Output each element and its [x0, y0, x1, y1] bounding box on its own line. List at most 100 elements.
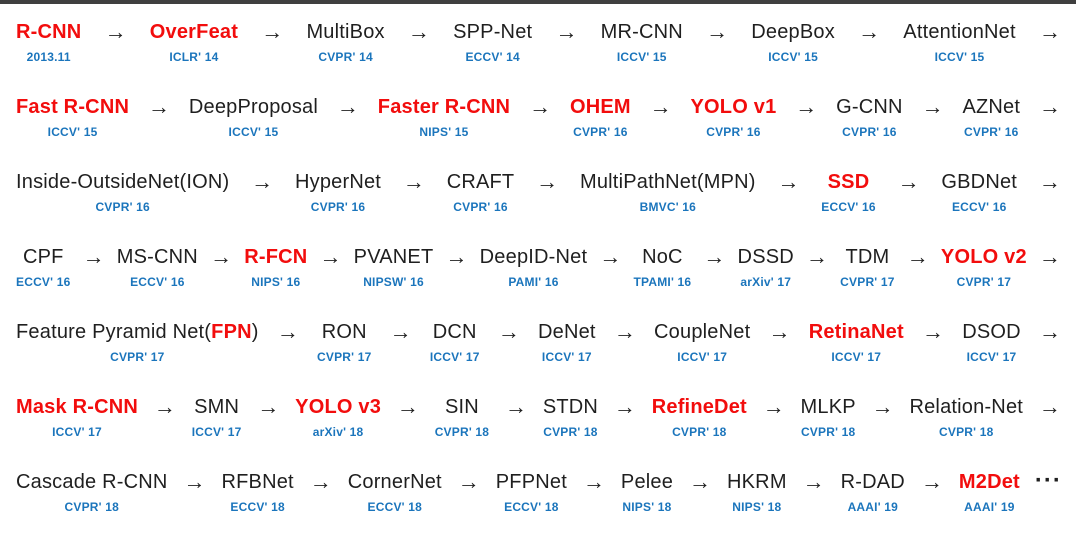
model-name-text: DeNet: [537, 321, 596, 343]
venue-label: CVPR' 17: [110, 350, 165, 364]
arrow-icon: →: [613, 394, 636, 419]
model-item: MultiPathNet(MPN)BMVC' 16: [580, 167, 756, 214]
model-name-text: NoC: [642, 246, 683, 268]
model-name-text: MLKP: [800, 396, 856, 418]
venue-label: ICCV' 15: [616, 50, 667, 64]
venue-label: ECCV' 18: [504, 500, 559, 514]
arrow-icon: →: [402, 169, 425, 194]
model-name-text: HKRM: [727, 471, 787, 493]
model-name: PVANET: [354, 242, 434, 272]
venue-label: CVPR' 14: [318, 50, 373, 64]
model-name-text: STDN: [542, 396, 599, 418]
model-name-text: SMN: [194, 396, 240, 418]
model-name: AttentionNet: [903, 17, 1015, 47]
model-name: Fast R-CNN: [16, 92, 129, 122]
arrow-icon: →: [445, 244, 468, 269]
arrow-icon: →: [505, 394, 527, 419]
model-name: CRAFT: [447, 167, 515, 197]
arrow-icon: →: [1038, 244, 1061, 269]
venue-label: PAMI' 16: [508, 275, 559, 289]
model-name-highlight: Faster R-CNN: [377, 96, 511, 118]
arrow-icon: →: [336, 94, 359, 119]
model-name: Cascade R-CNN: [16, 467, 168, 497]
venue-label: CVPR' 16: [573, 125, 628, 139]
arrow-icon: →: [706, 19, 729, 44]
venue-label: ICCV' 17: [429, 350, 480, 364]
model-name: CPF: [23, 242, 64, 272]
venue-label: ECCV' 16: [130, 275, 185, 289]
model-name-text: DeepBox: [751, 21, 835, 43]
venue-label: ICCV' 15: [934, 50, 985, 64]
model-name: M2Det: [959, 467, 1020, 497]
arrow-icon: →: [922, 319, 945, 344]
venue-label: NIPS' 18: [732, 500, 782, 514]
venue-label: CVPR' 17: [956, 275, 1012, 289]
model-name: Feature Pyramid Net(FPN): [16, 317, 259, 347]
model-item: Inside-OutsideNet(ION)CVPR' 16: [16, 167, 229, 214]
model-name-text: HyperNet: [294, 171, 382, 193]
arrow-icon: →: [396, 394, 419, 419]
model-name-text: GBDNet: [941, 171, 1018, 193]
model-name-text: MS-CNN: [116, 246, 198, 268]
arrow-icon: →: [497, 319, 520, 344]
model-name-text: SIN: [444, 396, 479, 418]
venue-label: CVPR' 16: [310, 200, 366, 214]
model-name: MLKP: [801, 392, 856, 422]
arrow-icon: →: [871, 394, 894, 419]
model-name-text: DeepProposal: [188, 96, 319, 118]
model-name: MR-CNN: [601, 17, 683, 47]
venue-label: CVPR' 18: [800, 425, 856, 439]
model-name-highlight: RefineDet: [651, 396, 747, 418]
venue-label: NIPS' 16: [251, 275, 301, 289]
arrow-icon: →: [777, 169, 800, 194]
model-name-text: AttentionNet: [903, 21, 1016, 43]
model-name-text: PFPNet: [495, 471, 567, 493]
arrow-icon: →: [582, 469, 605, 494]
model-name-text: SPP-Net: [453, 21, 533, 43]
model-name: YOLO v2: [941, 242, 1027, 272]
arrow-icon: →: [599, 244, 622, 269]
model-name: DeepBox: [751, 17, 835, 47]
venue-label: CVPR' 18: [543, 425, 598, 439]
model-name: Pelee: [621, 467, 673, 497]
model-name: GBDNet: [941, 167, 1017, 197]
model-name: HyperNet: [295, 167, 381, 197]
venue-label: BMVC' 16: [639, 200, 697, 214]
model-name: NoC: [642, 242, 683, 272]
model-item: Feature Pyramid Net(FPN) CVPR' 17: [16, 317, 259, 364]
model-name-text: MultiBox: [306, 21, 385, 43]
venue-label: arXiv' 18: [312, 425, 364, 439]
model-name-highlight: YOLO v3: [295, 396, 382, 418]
venue-label: ECCV' 14: [465, 50, 520, 64]
venue-label: CVPR' 17: [317, 350, 372, 364]
venue-label: ICCV' 17: [541, 350, 592, 364]
arrow-icon: →: [703, 244, 726, 269]
model-name-text: RFBNet: [221, 471, 294, 493]
model-name: R-CNN: [16, 17, 81, 47]
model-name: DSOD: [962, 317, 1021, 347]
arrow-icon: →: [906, 244, 929, 269]
model-name-highlight: YOLO v2: [940, 246, 1027, 268]
model-name-text: CornerNet: [347, 471, 442, 493]
arrow-icon: →: [529, 94, 552, 119]
model-name: OHEM: [570, 92, 631, 122]
